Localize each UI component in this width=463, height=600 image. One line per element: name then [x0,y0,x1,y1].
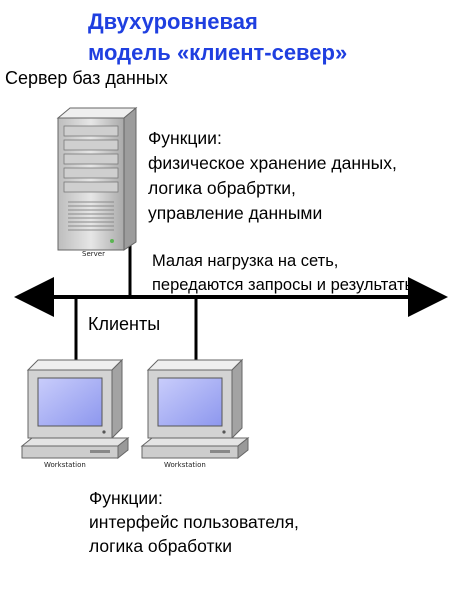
server-label: Сервер баз данных [5,68,168,88]
client-function-item: интерфейс пользователя, [89,512,299,532]
network-note: Малая нагрузка на сеть, передаются запро… [152,249,416,297]
workstation-1-icon [20,358,130,460]
diagram-title: Двухуровневая модель «клиент-север» [88,6,388,68]
network-note-line: Малая нагрузка на сеть, [152,252,339,270]
workstation-2-caption: Workstation [164,461,206,469]
clients-label: Клиенты [88,314,161,334]
client-function-item: логика обработки [89,536,232,556]
server-functions-heading: Функции: [148,128,222,148]
client-functions-heading: Функции: [89,488,163,508]
network-note-line: передаются запросы и результаты [152,276,417,294]
title-line-1: Двухуровневая [88,9,258,34]
server-function-item: логика обрабртки, [148,178,296,198]
server-icon [56,106,138,251]
workstation-1-caption: Workstation [44,461,86,469]
workstation-2-icon [140,358,250,460]
server-caption: Server [82,250,105,258]
server-functions: Функции: физическое хранение данных, лог… [148,126,397,226]
title-line-2: модель «клиент-север» [88,40,348,65]
server-function-item: управление данными [148,203,323,223]
server-function-item: физическое хранение данных, [148,153,397,173]
client-functions: Функции: интерфейс пользователя, логика … [89,486,299,558]
